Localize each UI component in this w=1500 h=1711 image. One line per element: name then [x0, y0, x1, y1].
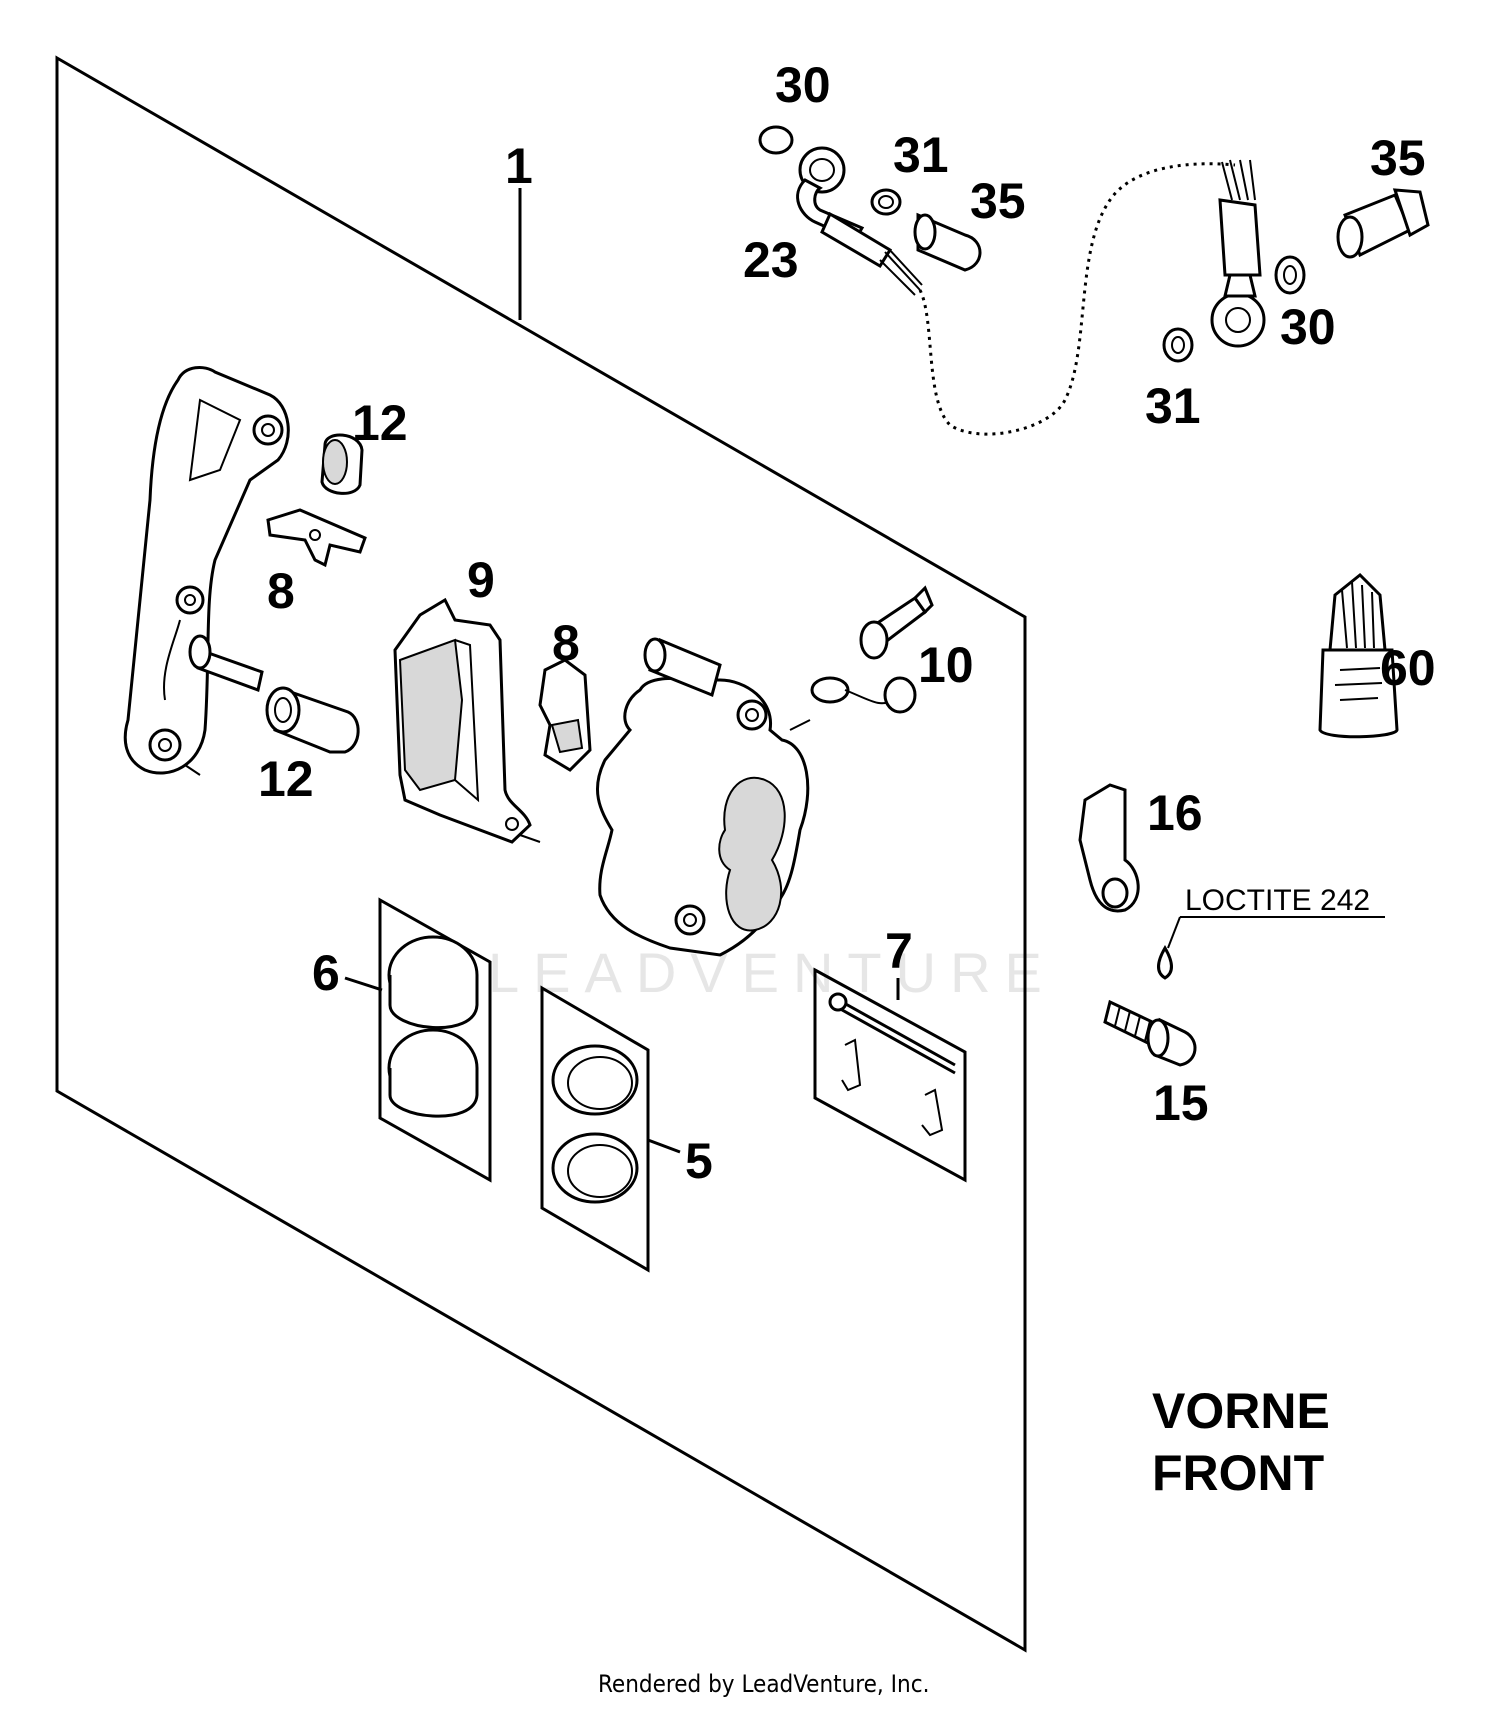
callout-30-right: 30 [1280, 299, 1336, 355]
brake-hose [758, 125, 982, 296]
callout-9: 9 [467, 552, 495, 608]
sleeve-bolt [265, 686, 360, 754]
bleeder-cap [810, 676, 917, 714]
callout-1: 1 [505, 138, 533, 194]
callout-31-top: 31 [893, 127, 949, 183]
hose-bracket [1078, 783, 1140, 913]
callout-10: 10 [918, 637, 974, 693]
bushing-top [320, 433, 364, 495]
render-credit: Rendered by LeadVenture, Inc. [598, 1670, 929, 1698]
brake-hose-end [1162, 159, 1430, 363]
direction-line2: FRONT [1152, 1445, 1324, 1501]
callout-16: 16 [1147, 785, 1203, 841]
callout-12-top: 12 [352, 395, 408, 451]
callout-7: 7 [885, 923, 913, 979]
callout-8-top: 8 [267, 563, 295, 619]
threadlocker-bottle [1318, 572, 1399, 739]
callout-23: 23 [743, 232, 799, 288]
callout-35-top: 35 [970, 173, 1026, 229]
brake-pad [393, 597, 532, 844]
seal-kit-box [540, 985, 650, 1273]
pad-spring [538, 658, 592, 772]
callout-60: 60 [1380, 640, 1436, 696]
spring-clip-top [266, 508, 367, 568]
watermark: LEADVENTURE [488, 941, 1056, 1004]
loctite-callout [1157, 916, 1385, 980]
bracket-pin [188, 634, 264, 692]
callout-15: 15 [1153, 1075, 1209, 1131]
leader-6 [344, 976, 383, 992]
caliper-bracket [123, 366, 290, 775]
bleeder-valve [859, 585, 934, 660]
leader-5 [647, 1138, 681, 1154]
pin-kit-box [813, 967, 967, 1183]
assembly-panel [55, 55, 1027, 1653]
callout-6: 6 [312, 945, 340, 1001]
piston-kit-box [378, 897, 492, 1183]
callout-30-top: 30 [775, 57, 831, 113]
loctite-label: LOCTITE 242 [1185, 884, 1370, 917]
mounting-bolt [1103, 999, 1197, 1067]
callout-12-bottom: 12 [258, 751, 314, 807]
direction-line1: VORNE [1152, 1383, 1330, 1439]
callout-8-mid: 8 [552, 615, 580, 671]
caliper-body [595, 637, 810, 957]
callout-5: 5 [685, 1133, 713, 1189]
callout-31-right: 31 [1145, 378, 1201, 434]
callout-35-right: 35 [1370, 130, 1426, 186]
